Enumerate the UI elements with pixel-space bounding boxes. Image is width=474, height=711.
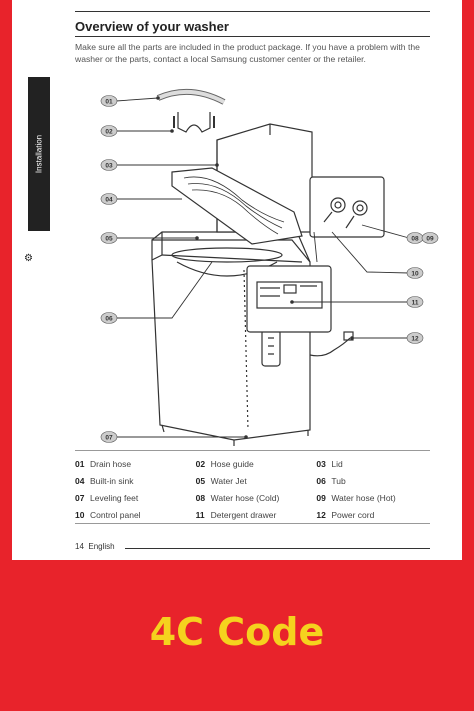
svg-text:01: 01 — [105, 98, 113, 105]
page-number: 14 — [75, 542, 84, 551]
callout-09: 09 — [421, 232, 439, 244]
callout-10: 10 — [406, 267, 424, 279]
svg-text:03: 03 — [105, 162, 113, 169]
svg-text:04: 04 — [105, 196, 113, 203]
title-rule — [75, 36, 430, 37]
callout-01: 01 — [100, 95, 118, 107]
svg-text:12: 12 — [411, 335, 419, 342]
footer-language: English — [88, 542, 115, 551]
parts-bottom-rule — [75, 523, 430, 524]
callout-11: 11 — [406, 296, 424, 308]
intro-text: Make sure all the parts are included in … — [75, 42, 420, 64]
callout-07: 07 — [100, 431, 118, 443]
callout-08: 08 — [406, 232, 424, 244]
gear-icon: ⚙ — [24, 253, 33, 264]
washer-diagram: 01 02 03 04 05 06 07 08 09 10 11 12 — [100, 88, 439, 446]
callout-02: 02 — [100, 125, 118, 137]
manual-page: Overview of your washer Make sure all th… — [12, 0, 462, 560]
svg-text:05: 05 — [105, 235, 113, 242]
callout-04: 04 — [100, 193, 118, 205]
callout-05: 05 — [100, 232, 118, 244]
svg-text:10: 10 — [411, 270, 419, 277]
code-banner: 4C Code — [12, 568, 462, 698]
svg-text:07: 07 — [105, 434, 113, 441]
callout-12: 12 — [406, 332, 424, 344]
svg-text:11: 11 — [412, 299, 419, 306]
page-footer: 14 English — [75, 542, 115, 551]
callout-03: 03 — [100, 159, 118, 171]
svg-text:02: 02 — [105, 128, 113, 135]
banner-title: 4C Code — [149, 610, 325, 654]
installation-tab: Installation — [28, 77, 50, 231]
page-title: Overview of your washer — [75, 19, 229, 34]
top-rule — [75, 11, 430, 12]
svg-text:09: 09 — [426, 235, 434, 242]
parts-top-rule — [75, 450, 430, 451]
footer-rule — [125, 548, 430, 549]
callout-06: 06 — [100, 312, 118, 324]
svg-text:08: 08 — [411, 235, 419, 242]
svg-text:06: 06 — [105, 315, 113, 322]
